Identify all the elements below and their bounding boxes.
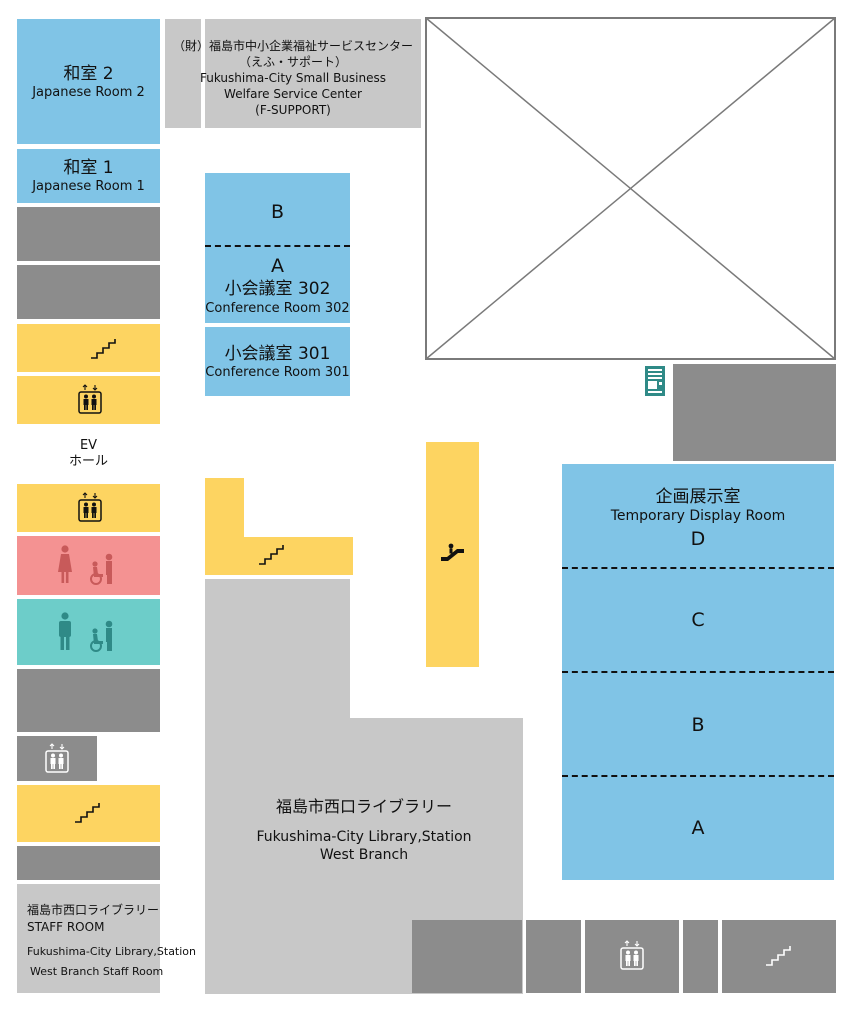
service-elevator-bottom	[585, 920, 679, 993]
library-en-line2: West Branch	[319, 847, 409, 863]
section-divider	[562, 567, 834, 569]
japanese-room-2: 和室 2 Japanese Room 2	[17, 19, 160, 144]
atrium-void	[425, 17, 836, 360]
library-jp: 福島市西口ライブラリー	[275, 797, 452, 816]
f-support-en-line2: Welfare Service Center	[224, 87, 362, 101]
womens-restroom-icon	[58, 545, 72, 583]
service-area-4	[17, 846, 160, 880]
library-area	[205, 579, 523, 994]
escalator-area	[426, 442, 479, 667]
mens-restroom-icon	[59, 612, 71, 650]
stairs-icon	[89, 337, 119, 361]
service-area-bottom-3	[683, 920, 718, 993]
library-label: 福島市西口ライブラリー Fukushima-City Library,Stati…	[205, 790, 523, 870]
stairs-area-south	[17, 785, 160, 842]
temporary-display-jp: 企画展示室	[655, 487, 741, 507]
display-section-a: A	[691, 817, 705, 839]
library-en-line1: Fukushima-City Library,Station	[256, 829, 472, 845]
service-elevator-area	[17, 736, 97, 781]
section-divider	[562, 775, 834, 777]
service-area-2	[17, 265, 160, 319]
service-area-1	[17, 207, 160, 261]
stairs-icon	[73, 801, 103, 825]
japanese-room-1-en: Japanese Room 1	[32, 179, 145, 194]
wheelchair-icon	[90, 553, 113, 585]
womens-restroom	[17, 536, 160, 595]
ev-hall-line1: EV	[79, 438, 98, 453]
mens-restroom	[17, 599, 160, 665]
japanese-room-2-jp: 和室 2	[63, 63, 114, 84]
conference-302-jp: 小会議室 302	[224, 279, 331, 299]
f-support-jp-name: （財）福島市中小企業福祉サービスセンター	[172, 39, 413, 53]
japanese-room-1-jp: 和室 1	[63, 158, 114, 178]
f-support-en-line1: Fukushima-City Small Business	[200, 71, 386, 85]
stairs-area-north	[17, 324, 160, 372]
elevator-area-south	[17, 484, 160, 532]
f-support-annex	[165, 19, 201, 128]
service-area-east	[673, 364, 836, 461]
staff-room-jp: 福島市西口ライブラリー	[27, 903, 160, 917]
temporary-display-en: Temporary Display Room	[610, 508, 786, 524]
temporary-display-room: 企画展示室 Temporary Display Room D C B A	[562, 464, 834, 880]
stairs-icon	[764, 944, 794, 968]
conference-301-en: Conference Room 301	[205, 364, 350, 380]
elevator-area-north	[17, 376, 160, 424]
display-section-c: C	[691, 609, 705, 631]
f-support-en-line3: (F-SUPPORT)	[255, 103, 331, 117]
section-divider	[562, 671, 834, 673]
f-support-office	[205, 19, 421, 128]
conference-room-301: 小会議室 301 Conference Room 301	[205, 327, 350, 396]
conference-302-section-b: B	[270, 201, 285, 223]
service-area-bottom-2	[526, 920, 581, 993]
f-support-label: （財）福島市中小企業福祉サービスセンター （えふ・サポート） Fukushima…	[160, 36, 426, 120]
japanese-room-2-en: Japanese Room 2	[32, 84, 145, 100]
service-area-bottom-1	[412, 920, 522, 993]
conference-301-jp: 小会議室 301	[224, 343, 331, 364]
conference-302-section-a: A	[271, 255, 284, 277]
stairs-area-bottom	[722, 920, 836, 993]
f-support-jp-nickname: （えふ・サポート）	[238, 55, 347, 69]
staff-room-en-line2: West Branch Staff Room	[30, 965, 164, 978]
conference-room-302: B A 小会議室 302 Conference Room 302	[205, 173, 350, 323]
section-divider	[205, 245, 350, 247]
stairs-landing-horizontal	[205, 537, 353, 575]
elevator-icon	[620, 940, 644, 970]
display-section-b: B	[691, 714, 705, 736]
wheelchair-icon	[90, 620, 113, 652]
staff-room-en-line1: Fukushima-City Library,Station	[27, 945, 197, 958]
ev-hall-line2: ホール	[68, 454, 108, 469]
elevator-icon	[45, 743, 69, 773]
staff-room-title: STAFF ROOM	[27, 920, 105, 934]
display-section-d: D	[690, 528, 706, 550]
service-area-3	[17, 669, 160, 732]
japanese-room-1: 和室 1 Japanese Room 1	[17, 149, 160, 203]
conference-302-en: Conference Room 302	[205, 301, 350, 316]
staff-room: 福島市西口ライブラリー STAFF ROOM Fukushima-City Li…	[17, 884, 196, 993]
elevator-icon	[78, 492, 102, 522]
escalator-icon	[441, 543, 464, 561]
elevator-icon	[78, 384, 102, 414]
ev-hall: EV ホール	[17, 428, 160, 480]
stairs-icon	[257, 543, 287, 567]
vending-machine-icon	[645, 366, 665, 396]
